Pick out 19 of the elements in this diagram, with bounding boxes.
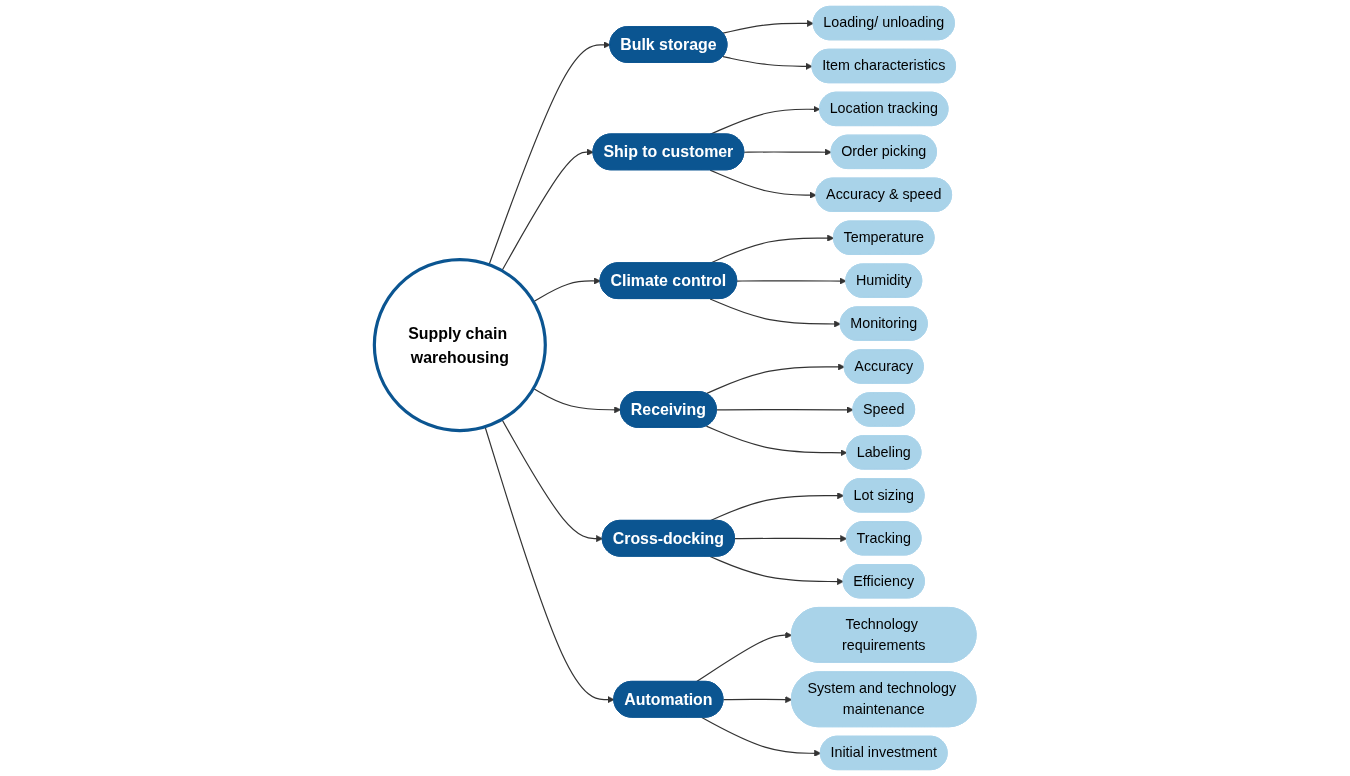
arrow — [722, 19, 814, 34]
arrow — [736, 277, 847, 285]
arrow — [709, 169, 817, 199]
arrow — [705, 425, 848, 457]
arrow — [734, 535, 847, 543]
arrow — [532, 387, 621, 414]
arrow — [695, 631, 792, 683]
arrow — [722, 696, 792, 704]
node-circle: Supply chain warehousing — [372, 258, 547, 433]
arrow — [705, 363, 845, 395]
arrow — [484, 426, 615, 704]
arrow — [709, 555, 844, 586]
arrow — [709, 298, 841, 328]
arrow — [532, 277, 601, 303]
arrow — [488, 41, 611, 266]
arrow — [743, 148, 832, 156]
arrow — [701, 716, 821, 757]
arrow — [722, 56, 813, 70]
arrow — [715, 406, 854, 414]
